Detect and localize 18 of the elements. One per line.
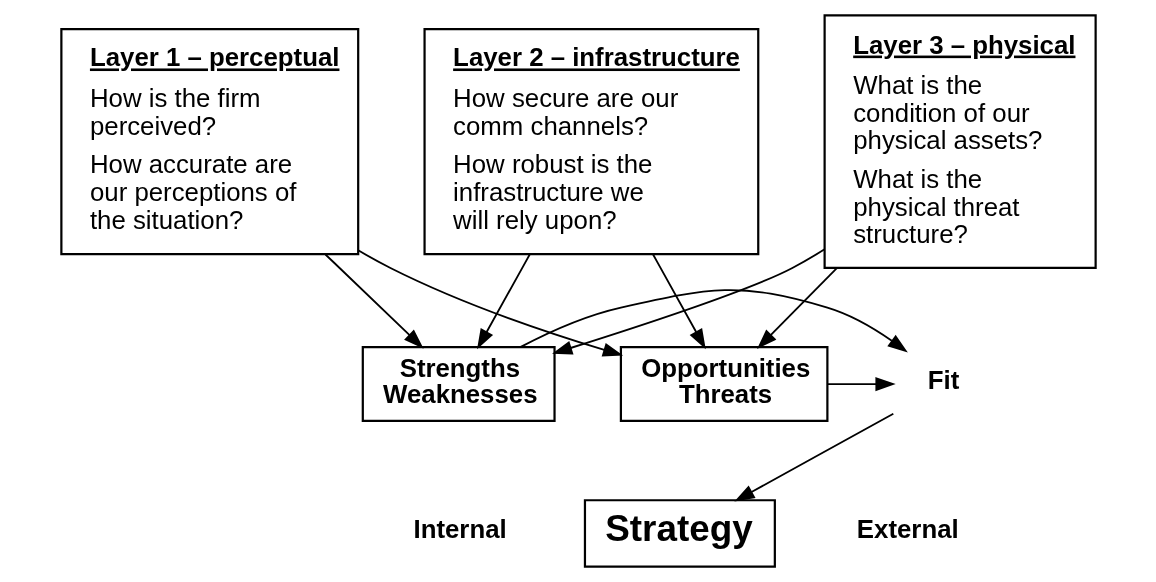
arrow bbox=[826, 377, 896, 392]
arrow bbox=[518, 289, 908, 353]
arrow bbox=[756, 267, 837, 349]
arrow bbox=[733, 412, 894, 502]
node-box: Opportunities Threats bbox=[619, 346, 828, 423]
node-box: Layer 2 – infrastructure How secure are our comm channels? How robust is the infrastructure we will rely upon? bbox=[422, 28, 759, 256]
node-box: Strategy bbox=[583, 499, 776, 568]
label: External bbox=[856, 515, 959, 544]
node-text: Fit bbox=[927, 366, 959, 395]
node-box: Layer 3 – physical What is the condition of our physical assets? What is the physical threat structure? bbox=[823, 14, 1097, 270]
label: Internal bbox=[413, 515, 507, 544]
arrow bbox=[651, 253, 706, 350]
node-box: Layer 1 – perceptual How is the firm perceived? How accurate are our perceptions of the situation? bbox=[59, 28, 359, 256]
arrow bbox=[476, 253, 531, 350]
node-box: Strengths Weaknesses bbox=[361, 346, 556, 423]
arrow bbox=[324, 253, 424, 349]
arrow bbox=[551, 248, 825, 355]
arrow bbox=[356, 249, 623, 357]
